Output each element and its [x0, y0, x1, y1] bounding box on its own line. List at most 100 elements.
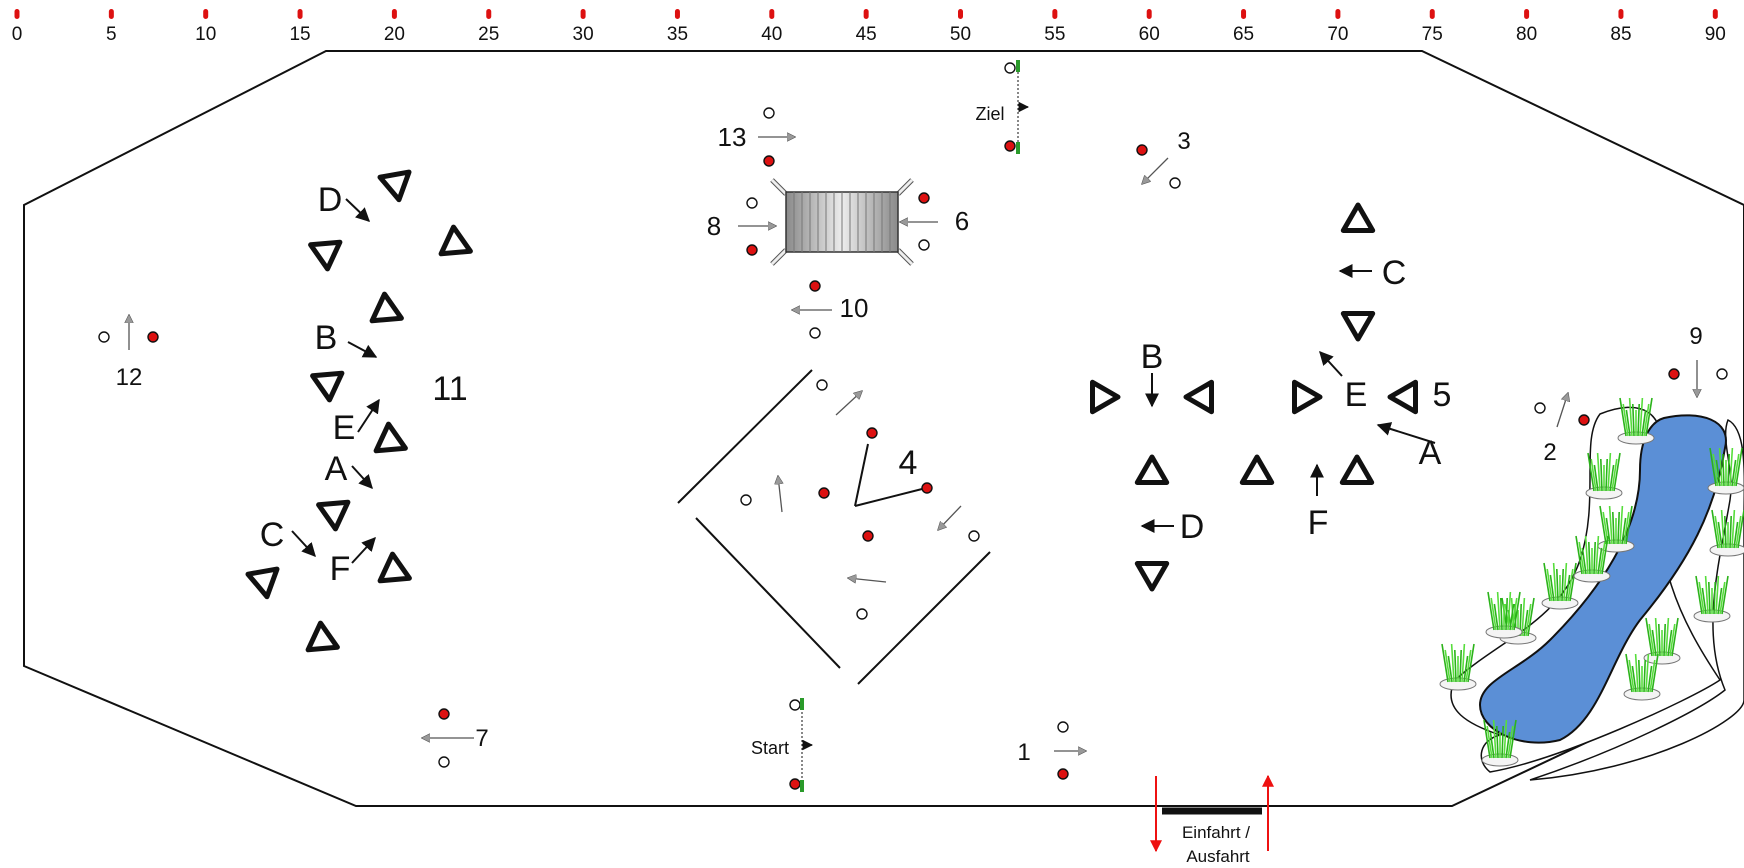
- obstacle-number-4: 4: [899, 444, 918, 482]
- ruler-tick-mark: [1146, 9, 1152, 19]
- white-marker: [1004, 62, 1016, 74]
- direction-arrow: [835, 391, 862, 416]
- ruler-tick-mark: [391, 9, 397, 19]
- slalom-direction-arrow: [291, 530, 316, 558]
- entrance-label: Einfahrt /: [1182, 823, 1250, 842]
- slalom-post-icon: [1134, 454, 1170, 485]
- direction-arrow: [778, 476, 782, 513]
- slalom-post-icon: [1340, 311, 1376, 342]
- slalom-post-icon: [308, 239, 343, 272]
- red-marker: [1668, 368, 1680, 380]
- ruler-tick-mark: [1618, 9, 1624, 19]
- finish-label: Ziel: [975, 104, 1004, 124]
- slalom-right-letters: B C E A D F: [1141, 254, 1442, 546]
- slalom-right-letter-f: F: [1308, 504, 1329, 542]
- ruler-tick-mark: [674, 9, 680, 19]
- red-marker: [921, 482, 933, 494]
- start-label: Start: [751, 738, 789, 758]
- ruler-tick-mark: [14, 9, 20, 19]
- obstacle-number-12: 12: [116, 364, 143, 391]
- slalom-post-icon: [310, 370, 345, 403]
- slalom-left-letters: D B E A C F: [260, 181, 356, 588]
- direction-arrow: [1142, 157, 1169, 184]
- grass-tuft-icon: [1485, 591, 1523, 639]
- red-marker: [763, 155, 775, 167]
- white-marker: [1534, 402, 1546, 414]
- white-marker: [968, 530, 980, 542]
- ruler-tick-label: 50: [950, 24, 971, 45]
- obstacle-number-2: 2: [1543, 439, 1556, 466]
- ruler-tick-mark: [1524, 9, 1530, 19]
- red-marker: [1004, 140, 1016, 152]
- ruler-tick-label: 5: [106, 24, 117, 45]
- slalom-direction-arrow: [357, 398, 380, 433]
- slalom-post-icon: [1387, 379, 1418, 415]
- ruler-tick-mark: [1712, 9, 1718, 19]
- red-marker: [1057, 768, 1069, 780]
- slalom-right-letter-b: B: [1141, 338, 1164, 376]
- slalom-post-icon: [1292, 379, 1323, 415]
- slalom-left-letter-a: A: [325, 450, 348, 488]
- ruler-tick-mark: [580, 9, 586, 19]
- slalom-left-letter-c: C: [260, 516, 285, 554]
- ruler-tick-mark: [1335, 9, 1341, 19]
- grass-tuft-icon: [1693, 575, 1731, 623]
- obstacle-number-10: 10: [840, 293, 869, 323]
- gate-markers: [98, 62, 1728, 790]
- gate-4-corridor: [677, 369, 991, 685]
- red-marker: [1136, 144, 1148, 156]
- slalom-post-icon: [438, 224, 473, 257]
- grass-tuft-icon: [1585, 452, 1623, 500]
- slalom-right-letter-d: D: [1180, 508, 1205, 546]
- obstacle-number-11: 11: [432, 370, 467, 408]
- red-marker: [1578, 414, 1590, 426]
- slalom-post-icon: [369, 291, 404, 324]
- ruler-tick-label: 70: [1327, 24, 1348, 45]
- slalom-post-icon: [1339, 454, 1375, 485]
- slalom-post-icon: [1183, 379, 1214, 415]
- slalom-post-icon: [305, 620, 340, 653]
- ruler-tick-label: 35: [667, 24, 688, 45]
- grass-tuft-icon: [1643, 617, 1681, 665]
- red-marker: [746, 244, 758, 256]
- red-marker: [866, 427, 878, 439]
- ruler-tick-label: 25: [478, 24, 499, 45]
- ruler-tick-label: 75: [1422, 24, 1443, 45]
- ruler-tick-label: 30: [573, 24, 594, 45]
- ruler-tick-label: 45: [856, 24, 877, 45]
- obstacle-number-7: 7: [475, 725, 488, 752]
- white-marker: [918, 239, 930, 251]
- slalom-direction-arrow: [345, 198, 371, 222]
- slalom-right-letter-a: A: [1419, 434, 1442, 472]
- slalom-direction-arrow: [351, 465, 373, 490]
- white-marker: [740, 494, 752, 506]
- slalom-obstacle-11: [245, 169, 473, 653]
- slalom-post-icon: [1090, 379, 1121, 415]
- slalom-left-letter-e: E: [333, 409, 356, 447]
- grass-tuft-icon: [1481, 719, 1519, 767]
- ruler-tick-label: 85: [1610, 24, 1631, 45]
- direction-arrow: [848, 578, 887, 582]
- finish-line: Ziel: [975, 60, 1030, 154]
- white-marker: [816, 379, 828, 391]
- slalom-direction-arrow: [1319, 350, 1343, 377]
- slalom-left-letter-f: F: [330, 550, 351, 588]
- ruler-tick-label: 55: [1044, 24, 1065, 45]
- direction-arrows: [129, 137, 1697, 751]
- red-marker: [438, 708, 450, 720]
- obstacle-number-6: 6: [955, 206, 969, 236]
- obstacle-numbers: 1 2 3 4 5 6 7 8 9 10 11 12 13: [116, 122, 1703, 766]
- ruler-tick-label: 65: [1233, 24, 1254, 45]
- ruler-tick-mark: [1052, 9, 1058, 19]
- ruler-tick-mark: [1429, 9, 1435, 19]
- obstacle-number-9: 9: [1689, 323, 1702, 350]
- ruler-tick-mark: [1241, 9, 1247, 19]
- slalom-post-icon: [377, 551, 412, 584]
- pond: [1439, 397, 1744, 781]
- ruler-tick-mark: [486, 9, 492, 19]
- ruler-tick-mark: [203, 9, 209, 19]
- slalom-post-icon: [316, 499, 351, 532]
- entrance: Einfahrt / Ausfahrt: [1150, 774, 1274, 866]
- white-marker: [98, 331, 110, 343]
